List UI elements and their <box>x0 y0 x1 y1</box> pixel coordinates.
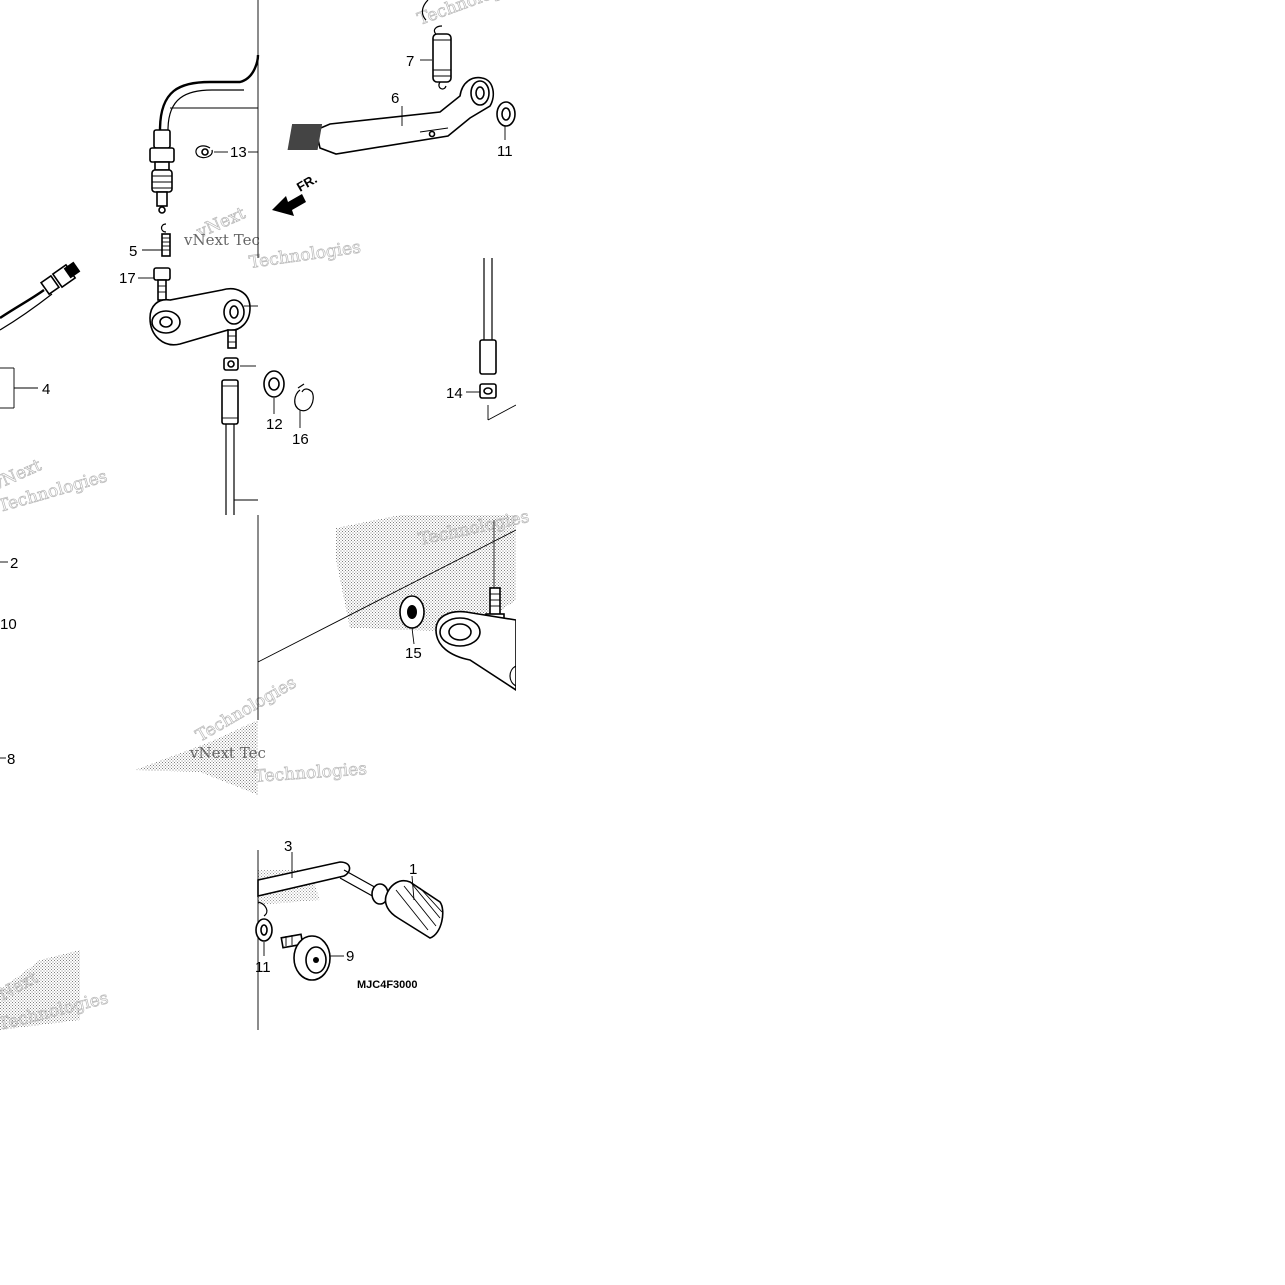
callout-8: 8 <box>7 751 15 768</box>
watermark: vNext Tec <box>183 231 260 249</box>
shift-lever-3 <box>257 861 389 917</box>
callout-4: 4 <box>42 381 50 398</box>
rod-nut-14 <box>479 258 497 399</box>
watermark: Technologies <box>415 0 528 30</box>
callout-6: 6 <box>391 90 399 107</box>
pivot-arm <box>435 610 516 691</box>
callout-5: 5 <box>129 243 137 260</box>
callout-11-bottom: 11 <box>255 959 271 976</box>
washer-11-top <box>496 101 516 127</box>
front-arrow: FR. <box>272 171 320 216</box>
washer-12 <box>263 370 285 398</box>
diagram-code: MJC4F3000 <box>357 979 418 991</box>
callout-12: 12 <box>266 416 283 433</box>
shift-rod <box>221 357 258 515</box>
bolt-17 <box>153 267 171 301</box>
cable-assembly <box>149 54 260 214</box>
callout-11-top: 11 <box>497 143 513 160</box>
callout-7: 7 <box>406 53 414 70</box>
watermark: Technologies <box>248 237 362 272</box>
rubber-1 <box>384 880 444 939</box>
watermark: Technologies <box>254 759 368 787</box>
bolt-9 <box>280 933 331 981</box>
spring-7 <box>421 0 452 90</box>
callout-2: 2 <box>10 555 18 572</box>
watermark: vNext Tec <box>189 744 266 762</box>
callout-14: 14 <box>446 385 463 402</box>
callout-16: 16 <box>292 431 309 448</box>
callout-3: 3 <box>284 838 292 855</box>
callout-9: 9 <box>346 948 354 965</box>
callout-1: 1 <box>409 861 417 878</box>
callout-15: 15 <box>405 645 422 662</box>
leader-lines <box>0 59 506 957</box>
washer-11-bottom <box>255 918 273 942</box>
panel-borders <box>170 0 516 1030</box>
callouts: 7 6 11 13 5 17 4 14 12 16 2 10 15 8 3 1 … <box>0 53 513 991</box>
callout-17: 17 <box>119 270 136 287</box>
brake-pedal-6 <box>287 76 495 155</box>
shading-areas <box>0 515 516 1030</box>
sensor-wire <box>0 261 81 409</box>
washer-15 <box>399 595 425 629</box>
front-direction-label: FR. <box>294 171 320 194</box>
spring-5 <box>160 223 171 257</box>
callout-10: 10 <box>0 616 17 633</box>
shift-arm <box>149 288 258 349</box>
callout-13: 13 <box>230 144 247 161</box>
circlip-13 <box>195 145 213 159</box>
circlip-16 <box>294 383 314 412</box>
